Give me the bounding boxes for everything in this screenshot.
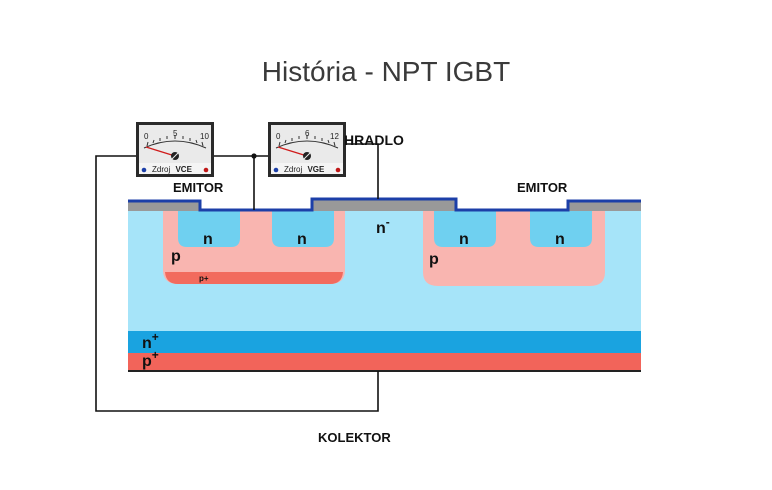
- label-n-well-2: n: [297, 231, 307, 248]
- voltmeter-vce[interactable]: 0 5 10 Zdroj VCE: [136, 122, 214, 177]
- meter-vge-scale-mid: 6: [305, 129, 310, 138]
- label-emitor-left: EMITOR: [173, 180, 224, 195]
- label-n-well-1: n: [203, 231, 213, 248]
- meter-vge-needle: [277, 146, 308, 157]
- label-n-plus-sup: +: [152, 330, 159, 344]
- label-n-plus: n: [142, 335, 152, 352]
- emitor-metal-right: [568, 202, 641, 211]
- meter-vce-scale-0: 0: [144, 132, 149, 141]
- label-p-plus: p: [142, 353, 152, 370]
- gate-metal: [312, 199, 456, 211]
- label-p-plus-sup: +: [152, 348, 159, 362]
- n-well-4: [530, 210, 592, 247]
- svg-text:n+: n+: [142, 330, 159, 352]
- voltmeter-vge[interactable]: 0 6 12 Zdroj VGE: [268, 122, 346, 177]
- emitor-metal-left: [128, 202, 200, 211]
- label-n-minus-sup: -: [386, 215, 390, 229]
- meter-vge-ticks: [278, 135, 336, 147]
- meter-vce-source-label: VCE: [175, 165, 192, 174]
- svg-text:Zdroj VGE: Zdroj VGE: [284, 165, 325, 174]
- label-p-right: p: [429, 251, 439, 268]
- meter-vce-scale-mid: 5: [173, 129, 178, 138]
- surface-edge: [128, 197, 641, 212]
- label-p-plus-small: p+: [199, 274, 209, 283]
- svg-text:p+: p+: [142, 348, 159, 370]
- meter-vge-source-prefix: Zdroj: [284, 165, 302, 174]
- svg-text:Zdroj VCE: Zdroj VCE: [152, 165, 193, 174]
- n-well-2: [272, 210, 334, 247]
- circuit-wires: [95, 143, 379, 412]
- meter-vce-scale-max: 10: [200, 132, 209, 141]
- meter-vge-source-label: VGE: [307, 165, 325, 174]
- label-n-minus: n: [376, 220, 386, 237]
- label-n-well-4: n: [555, 231, 565, 248]
- p-plus-layer: [128, 353, 641, 370]
- label-n-well-3: n: [459, 231, 469, 248]
- label-hradlo: HRADLO: [344, 132, 404, 148]
- meter-vce-ticks: [146, 135, 204, 147]
- meter-vge-scale-0: 0: [276, 132, 281, 141]
- n-plus-layer: [128, 331, 641, 353]
- label-p-left: p: [171, 248, 181, 265]
- svg-text:n-: n-: [376, 215, 390, 237]
- meter-vce-needle: [145, 146, 176, 157]
- n-well-1: [178, 210, 240, 247]
- label-kolektor: KOLEKTOR: [318, 430, 391, 445]
- wire-junction: [251, 153, 257, 159]
- n-well-3: [434, 210, 496, 247]
- meter-vge-scale-max: 12: [330, 132, 339, 141]
- p-plus-strip-left: [165, 272, 343, 284]
- label-emitor-right: EMITOR: [517, 180, 568, 195]
- page-title: História - NPT IGBT: [261, 56, 511, 87]
- meter-vce-source-prefix: Zdroj: [152, 165, 170, 174]
